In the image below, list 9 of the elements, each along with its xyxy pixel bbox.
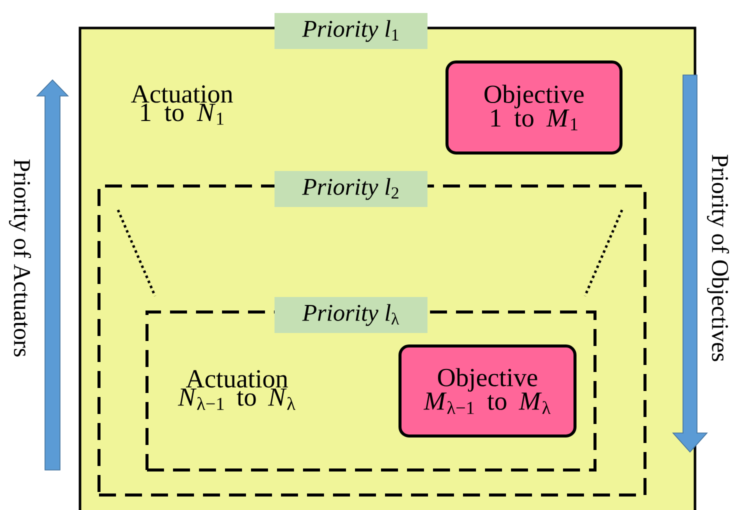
axis-label: Priority of Actuators	[8, 159, 32, 356]
actuation-text: Actuation N$_{λ−1}$ to N$_{λ}$	[178, 370, 296, 410]
actuation-text: Actuation 1 to N$_{1}$	[131, 85, 233, 125]
priority-tag: Priority l$_{λ}$	[274, 297, 428, 333]
axis-label: Priority of Objectives	[706, 154, 730, 362]
objective-box: Objective M$_{λ−1}$ to M$_{λ}$	[398, 344, 576, 438]
objective-box: Objective 1 to M$_{1}$	[446, 60, 622, 154]
priority-tag: Priority l$_{2}$	[274, 171, 428, 207]
priority-tag: Priority l$_{1}$	[274, 13, 428, 49]
